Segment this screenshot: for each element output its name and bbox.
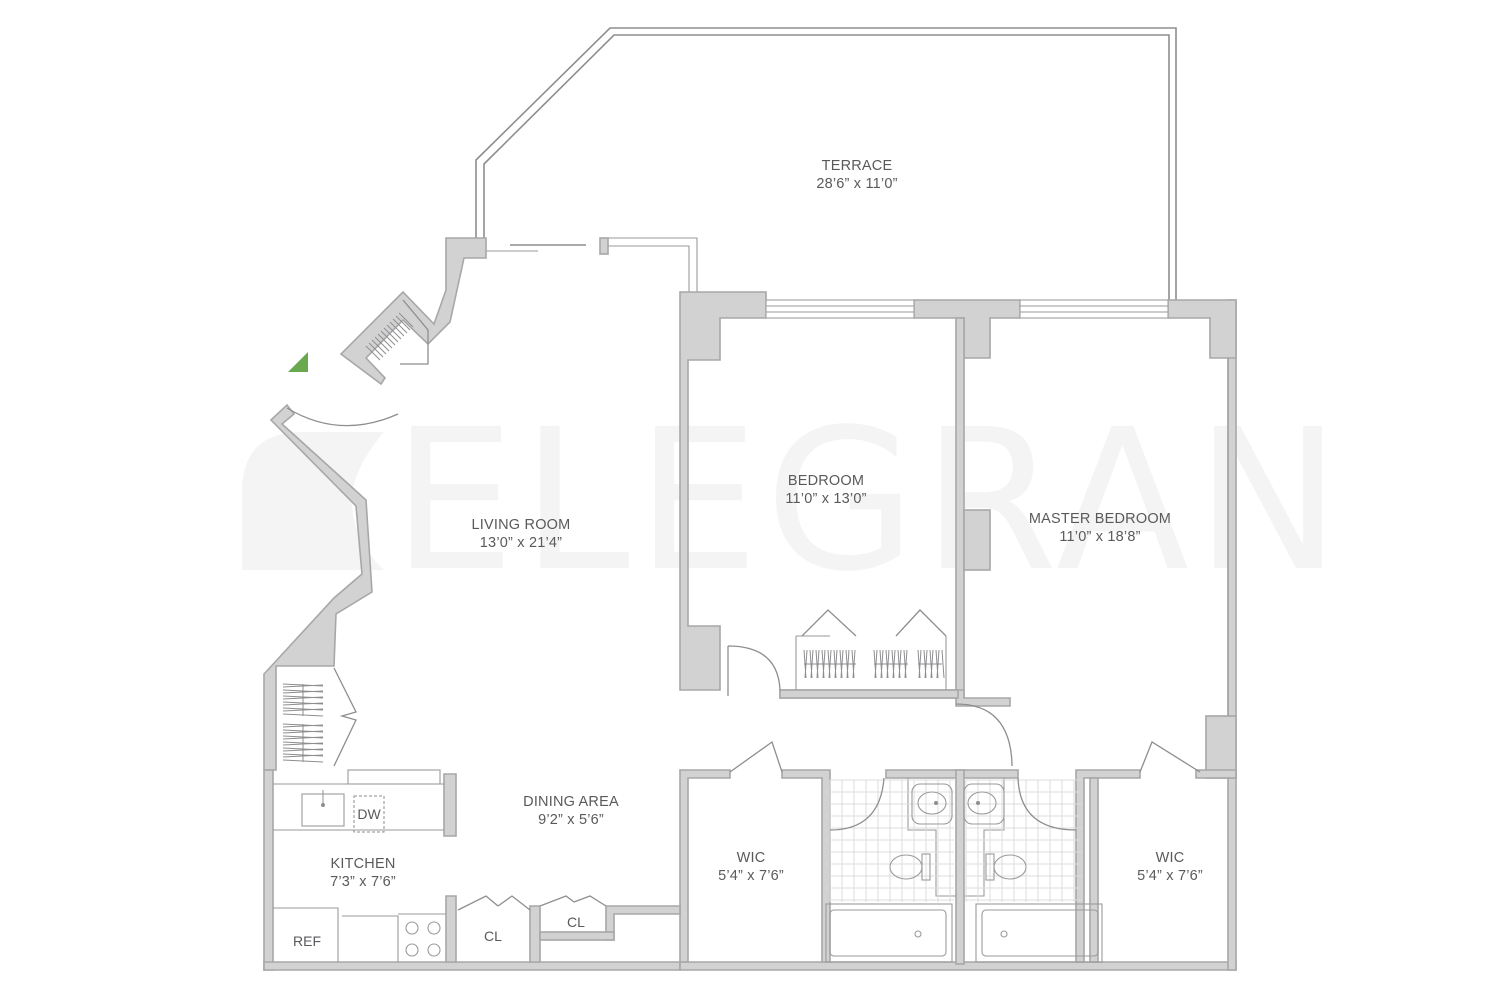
kitchen-name: KITCHEN: [330, 856, 395, 872]
closet-hanger: [852, 649, 856, 679]
terrace-railing: [475, 27, 1177, 300]
closet-hanger: [389, 321, 405, 337]
kitchen-size: 7’3” x 7’6”: [330, 874, 396, 890]
dining-area-name: DINING AREA: [523, 794, 619, 810]
closet-hanger: [282, 736, 324, 740]
closet-hanger: [365, 345, 381, 361]
bathroom-fixtures: [889, 783, 1027, 938]
kitchen-fixtures: DW REF CL CL: [293, 790, 585, 957]
closet-hanger: [282, 724, 324, 728]
closet-hanger: [282, 759, 324, 763]
closet-hanger: [892, 649, 896, 679]
closet-label-2: CL: [567, 914, 585, 930]
tub-drain-icon-1: [914, 930, 922, 938]
closet-hanger: [282, 690, 324, 694]
closet-hanger: [282, 742, 324, 746]
closet-hanger: [282, 696, 324, 700]
closet-hanger: [377, 333, 393, 349]
master-bedroom-size: 11’0” x 18’8”: [1059, 529, 1140, 545]
closet-hanger: [840, 649, 844, 679]
closet-hanger: [834, 649, 838, 679]
entry-door: [286, 407, 399, 427]
closet-hanger: [398, 312, 414, 328]
wic-right-name: WIC: [1156, 850, 1185, 866]
closet-hanger: [918, 649, 922, 679]
closet-hanger: [282, 713, 324, 717]
closet-hanger: [374, 336, 390, 352]
closet-hanger: [898, 649, 902, 679]
closet-hanger: [282, 748, 324, 752]
closet-hanger: [924, 649, 928, 679]
closet-hanger: [368, 342, 384, 358]
north-arrow-icon: [288, 352, 308, 372]
living-room-name: LIVING ROOM: [472, 517, 571, 533]
closet-hanger: [886, 649, 890, 679]
dining-area-size: 9’2” x 5’6”: [538, 812, 604, 828]
closet-hanger: [282, 754, 324, 758]
closet-hanger: [282, 684, 324, 688]
closet-hanger: [810, 649, 814, 679]
closet-hanger: [936, 649, 940, 679]
closet-hanger: [822, 649, 826, 679]
wic-left-name: WIC: [737, 850, 766, 866]
closet-hanger: [941, 649, 945, 679]
closet-label-1: CL: [484, 928, 502, 944]
closet-hanger: [828, 649, 832, 679]
dishwasher-label: DW: [357, 806, 381, 822]
dishwasher-icon: [353, 795, 385, 833]
closet-hanger: [804, 649, 808, 679]
closet-hanger: [904, 649, 908, 679]
closet-hanger: [874, 649, 878, 679]
tub-drain-icon-2: [1000, 930, 1008, 938]
closet-hanger: [846, 649, 850, 679]
closet-hanger: [282, 702, 324, 706]
watermark-text: ELEGRAN: [392, 387, 1347, 614]
stove-icon: [405, 921, 441, 957]
wic-left-size: 5’4” x 7’6”: [718, 868, 784, 884]
living-room-size: 13’0” x 21’4”: [480, 535, 562, 551]
wic-right-size: 5’4” x 7’6”: [1137, 868, 1203, 884]
bedroom-size: 11’0” x 13’0”: [785, 491, 866, 507]
sink-icon-bath-2: [963, 783, 1005, 825]
room-labels: TERRACE 28’6” x 11’0” LIVING ROOM 13’0” …: [330, 158, 1203, 890]
bedroom-name: BEDROOM: [788, 473, 864, 489]
closet-hangers: [282, 312, 945, 763]
closet-hanger: [880, 649, 884, 679]
bathroom-tiles: [829, 779, 1082, 902]
sliding-door: [486, 237, 609, 255]
sink-icon: [321, 790, 325, 807]
doors: [286, 299, 1201, 911]
master-bedroom-name: MASTER BEDROOM: [1029, 511, 1171, 527]
closet-hanger: [383, 327, 399, 343]
watermark: ELEGRAN: [242, 387, 1347, 614]
closet-hanger: [816, 649, 820, 679]
terrace-name: TERRACE: [822, 158, 893, 174]
terrace-size: 28’6” x 11’0”: [816, 176, 897, 192]
closet-hanger: [380, 330, 396, 346]
closet-hanger: [371, 339, 387, 355]
closet-hanger: [386, 324, 402, 340]
closet-hanger: [930, 649, 934, 679]
closet-hanger: [395, 315, 411, 331]
walls: [263, 237, 1237, 971]
toilet-icon-1: [889, 853, 931, 881]
refrigerator-label: REF: [293, 933, 321, 949]
watermark-logo-shape: [242, 432, 384, 570]
closet-hanger: [392, 318, 408, 334]
closet-hanger: [282, 730, 324, 734]
sink-icon-bath-1: [911, 783, 953, 825]
toilet-icon-2: [985, 853, 1027, 881]
closet-hanger: [282, 708, 324, 712]
